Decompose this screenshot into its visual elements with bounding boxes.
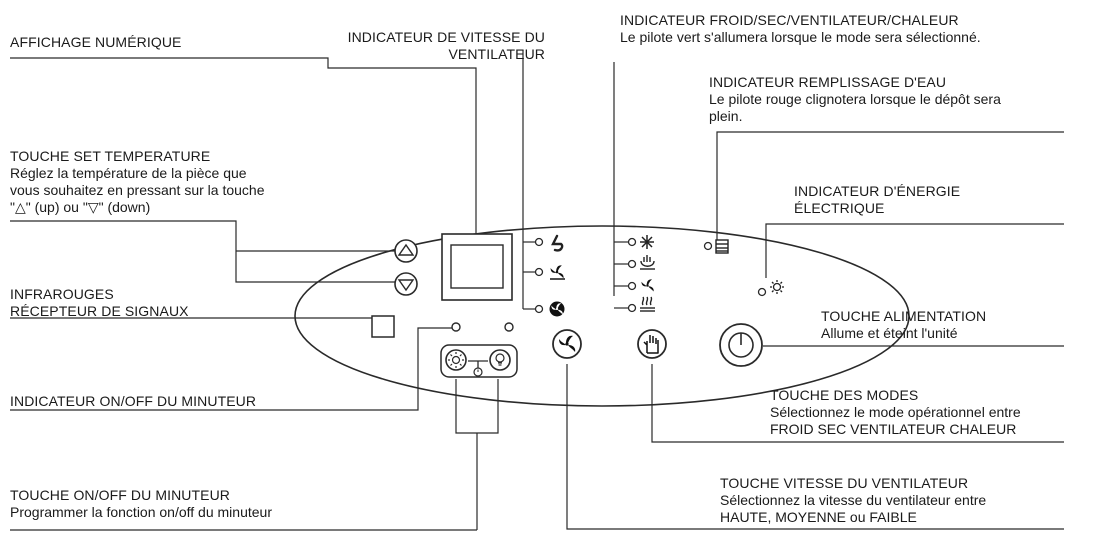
infrared-receiver-window <box>371 315 395 338</box>
label-fan-speed-button: TOUCHE VITESSE DU VENTILATEUR Sélectionn… <box>720 475 986 526</box>
panel-ellipse <box>294 225 910 407</box>
fan-high-icon <box>549 301 565 317</box>
label-digital-display: AFFICHAGE NUMÉRIQUE <box>10 34 181 51</box>
label-set-temperature: TOUCHE SET TEMPERATURE Réglez la tempéra… <box>10 148 265 216</box>
label-mode-button-title: TOUCHE DES MODES <box>770 387 919 403</box>
fan-medium-icon <box>550 265 565 280</box>
label-power-button-desc: Allume et éteint l'unité <box>821 325 958 341</box>
timer-off-button[interactable] <box>489 349 511 371</box>
label-timer-indicator-title: INDICATEUR ON/OFF DU MINUTEUR <box>10 393 257 409</box>
sun-power-icon <box>770 280 784 294</box>
mode-dry-indicator <box>614 255 655 270</box>
mode-indicators <box>614 235 655 313</box>
label-infrared-receiver-title: INFRAROUGES RÉCEPTEUR DE SIGNAUX <box>10 286 189 319</box>
fan-medium-indicator <box>523 265 565 280</box>
label-timer-button: TOUCHE ON/OFF DU MINUTEUR Programmer la … <box>10 487 272 521</box>
heat-icon <box>640 296 655 312</box>
label-timer-button-desc: Programmer la fonction on/off du minuteu… <box>10 504 272 520</box>
fan-speed-button[interactable] <box>552 329 582 359</box>
temp-up-button[interactable] <box>394 239 418 263</box>
fan-speed-indicators <box>523 234 565 317</box>
label-mode-button-desc: Sélectionnez le mode opérationnel entre … <box>770 404 1021 437</box>
label-water-full-desc: Le pilote rouge clignotera lorsque le dé… <box>709 91 1001 124</box>
label-infrared-receiver: INFRAROUGES RÉCEPTEUR DE SIGNAUX <box>10 286 189 320</box>
fan-low-icon <box>551 234 564 252</box>
timer-buttons-group <box>440 344 518 378</box>
fan-mode-icon <box>641 279 654 292</box>
timer-off-led <box>504 322 514 332</box>
label-mode-button: TOUCHE DES MODES Sélectionnez le mode op… <box>770 387 1021 438</box>
label-timer-button-title: TOUCHE ON/OFF DU MINUTEUR <box>10 487 231 503</box>
mode-cool-indicator <box>614 235 654 249</box>
fan-low-indicator <box>523 234 564 252</box>
mode-hand-button[interactable] <box>637 329 667 359</box>
mode-fan-indicator <box>614 279 654 292</box>
label-mode-indicator-title: INDICATEUR FROID/SEC/VENTILATEUR/CHALEUR <box>620 12 959 28</box>
label-power-button-title: TOUCHE ALIMENTATION <box>821 308 987 324</box>
label-power-button: TOUCHE ALIMENTATION Allume et éteint l'u… <box>821 308 986 342</box>
label-fan-speed-button-desc: Sélectionnez la vitesse du ventilateur e… <box>720 492 987 525</box>
timer-off-bulb-icon <box>495 353 505 366</box>
fan-high-indicator <box>523 301 565 317</box>
label-fan-speed-indicator: INDICATEUR DE VITESSE DU VENTILATEUR <box>348 12 545 80</box>
mode-heat-indicator <box>614 296 655 313</box>
label-mode-indicator: INDICATEUR FROID/SEC/VENTILATEUR/CHALEUR… <box>620 12 981 46</box>
digital-display <box>441 233 513 301</box>
leader-lines <box>10 50 1064 531</box>
label-set-temperature-desc: Réglez la température de la pièce que vo… <box>10 165 265 215</box>
label-timer-indicator: INDICATEUR ON/OFF DU MINUTEUR <box>10 393 256 410</box>
temp-down-button[interactable] <box>394 272 418 296</box>
timer-on-button[interactable] <box>445 349 467 371</box>
label-power-indicator-title: INDICATEUR D'ÉNERGIE ÉLECTRIQUE <box>794 183 961 216</box>
cool-snowflake-icon <box>640 235 654 249</box>
label-water-full-indicator: INDICATEUR REMPLISSAGE D'EAU Le pilote r… <box>709 74 1001 125</box>
label-fan-speed-indicator-title: INDICATEUR DE VITESSE DU VENTILATEUR <box>347 29 545 62</box>
hand-icon <box>643 335 659 354</box>
label-power-indicator: INDICATEUR D'ÉNERGIE ÉLECTRIQUE <box>794 183 960 217</box>
label-fan-speed-button-title: TOUCHE VITESSE DU VENTILATEUR <box>720 475 969 491</box>
timer-leds <box>451 322 514 332</box>
water-full-indicator <box>703 239 729 254</box>
timer-on-led <box>451 322 461 332</box>
label-digital-display-title: AFFICHAGE NUMÉRIQUE <box>10 34 182 50</box>
label-water-full-title: INDICATEUR REMPLISSAGE D'EAU <box>709 74 947 90</box>
water-tank-icon <box>715 239 729 254</box>
power-indicator <box>757 280 784 297</box>
label-mode-indicator-desc: Le pilote vert s'allumera lorsque le mod… <box>620 29 981 45</box>
label-set-temperature-title: TOUCHE SET TEMPERATURE <box>10 148 211 164</box>
timer-clock-icon <box>473 367 483 377</box>
power-button[interactable] <box>719 323 763 367</box>
dry-droplet-icon <box>640 255 655 270</box>
timer-on-sun-icon <box>448 352 464 368</box>
